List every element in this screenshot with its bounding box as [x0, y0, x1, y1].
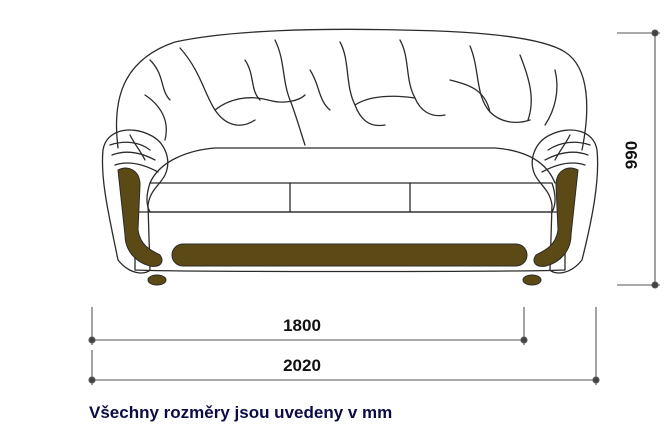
outer-width-dimension — [88, 307, 600, 385]
front-rail-wood — [171, 243, 528, 267]
inner-width-label: 1800 — [283, 316, 321, 335]
back-tufting — [144, 39, 558, 146]
height-label: 990 — [622, 141, 641, 169]
left-foot — [147, 274, 167, 286]
outer-width-label: 2020 — [283, 356, 321, 375]
sofa-base-frame — [134, 211, 566, 273]
right-foot — [522, 274, 542, 286]
seat-cushions — [146, 182, 556, 213]
right-arm-outline — [531, 129, 599, 274]
right-arm-pleats — [541, 134, 591, 173]
units-footnote: Všechny rozměry jsou uvedeny v mm — [89, 403, 393, 422]
inner-width-dimension — [88, 307, 528, 345]
right-arm-wood-panel — [533, 167, 579, 267]
left-arm-pleats — [109, 134, 159, 173]
back-seat-cushion — [149, 147, 556, 184]
height-dimension — [617, 29, 660, 289]
left-arm-wood-panel — [117, 167, 163, 267]
left-arm-outline — [101, 129, 169, 274]
sofa-back-outline — [115, 28, 588, 151]
wood-trim — [117, 167, 579, 286]
